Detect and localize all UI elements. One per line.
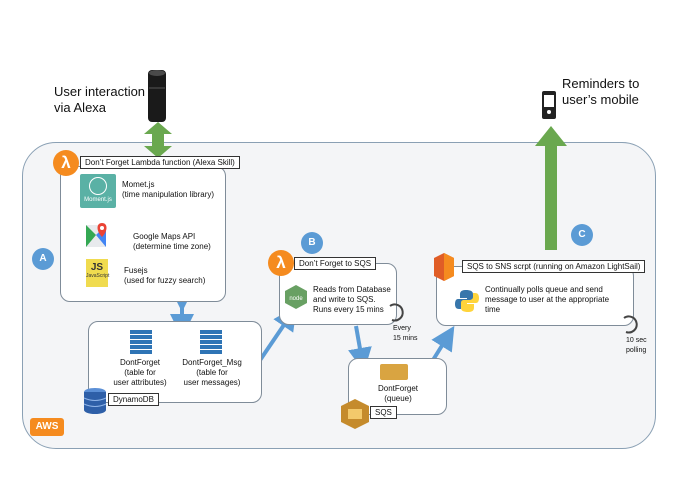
lightsail-icon (434, 253, 454, 281)
queue-icon (380, 364, 408, 380)
sqs-service-icon (341, 399, 369, 429)
mobile-phone-icon (542, 91, 556, 119)
aws-badge: AWS (30, 418, 64, 436)
dynamodb-icon (83, 388, 107, 414)
marker-b: B (301, 232, 323, 254)
sqs-lambda-icon: λ (268, 250, 294, 276)
sqs-lambda-title: Don’t Forget to SQS (294, 257, 377, 270)
sns-to-mobile-arrow (535, 126, 567, 250)
lambda-icon: λ (53, 150, 79, 176)
javascript-icon: JS JavaScript (86, 259, 109, 287)
dynamodb-panel (88, 321, 262, 403)
momentjs-label: Momet.js(time manipulation library) (122, 180, 215, 199)
alexa-lambda-arrow (144, 122, 172, 158)
cycle-arrow-icon (389, 303, 404, 322)
dynamodb-label: DynamoDB (108, 393, 159, 406)
lambda-function-title: Don’t Forget Lambda function (Alexa Skil… (80, 156, 240, 169)
nodejs-icon-text: node (289, 296, 303, 302)
table-icon-dontforget-msg (200, 330, 222, 355)
nodejs-icon: node (285, 285, 307, 309)
marker-c: C (571, 224, 593, 246)
momentjs-icon: Moment.js (80, 174, 116, 208)
queue-label: DontForget(queue) (377, 384, 419, 403)
marker-a: A (32, 248, 54, 270)
python-icon (455, 290, 479, 312)
sns-script-title: SQS to SNS scrpt (running on Amazon Ligh… (462, 260, 646, 273)
alexa-echo-icon (148, 70, 166, 122)
polling-cycle-icon (623, 315, 638, 334)
google-maps-icon (86, 223, 107, 247)
sqs-label: SQS (370, 406, 397, 419)
table-icon-dontforget (130, 330, 152, 355)
fusejs-label: Fusejs(used for fuzzy search) (124, 266, 206, 285)
google-maps-label: Google Maps API(determine time zone) (133, 232, 211, 251)
